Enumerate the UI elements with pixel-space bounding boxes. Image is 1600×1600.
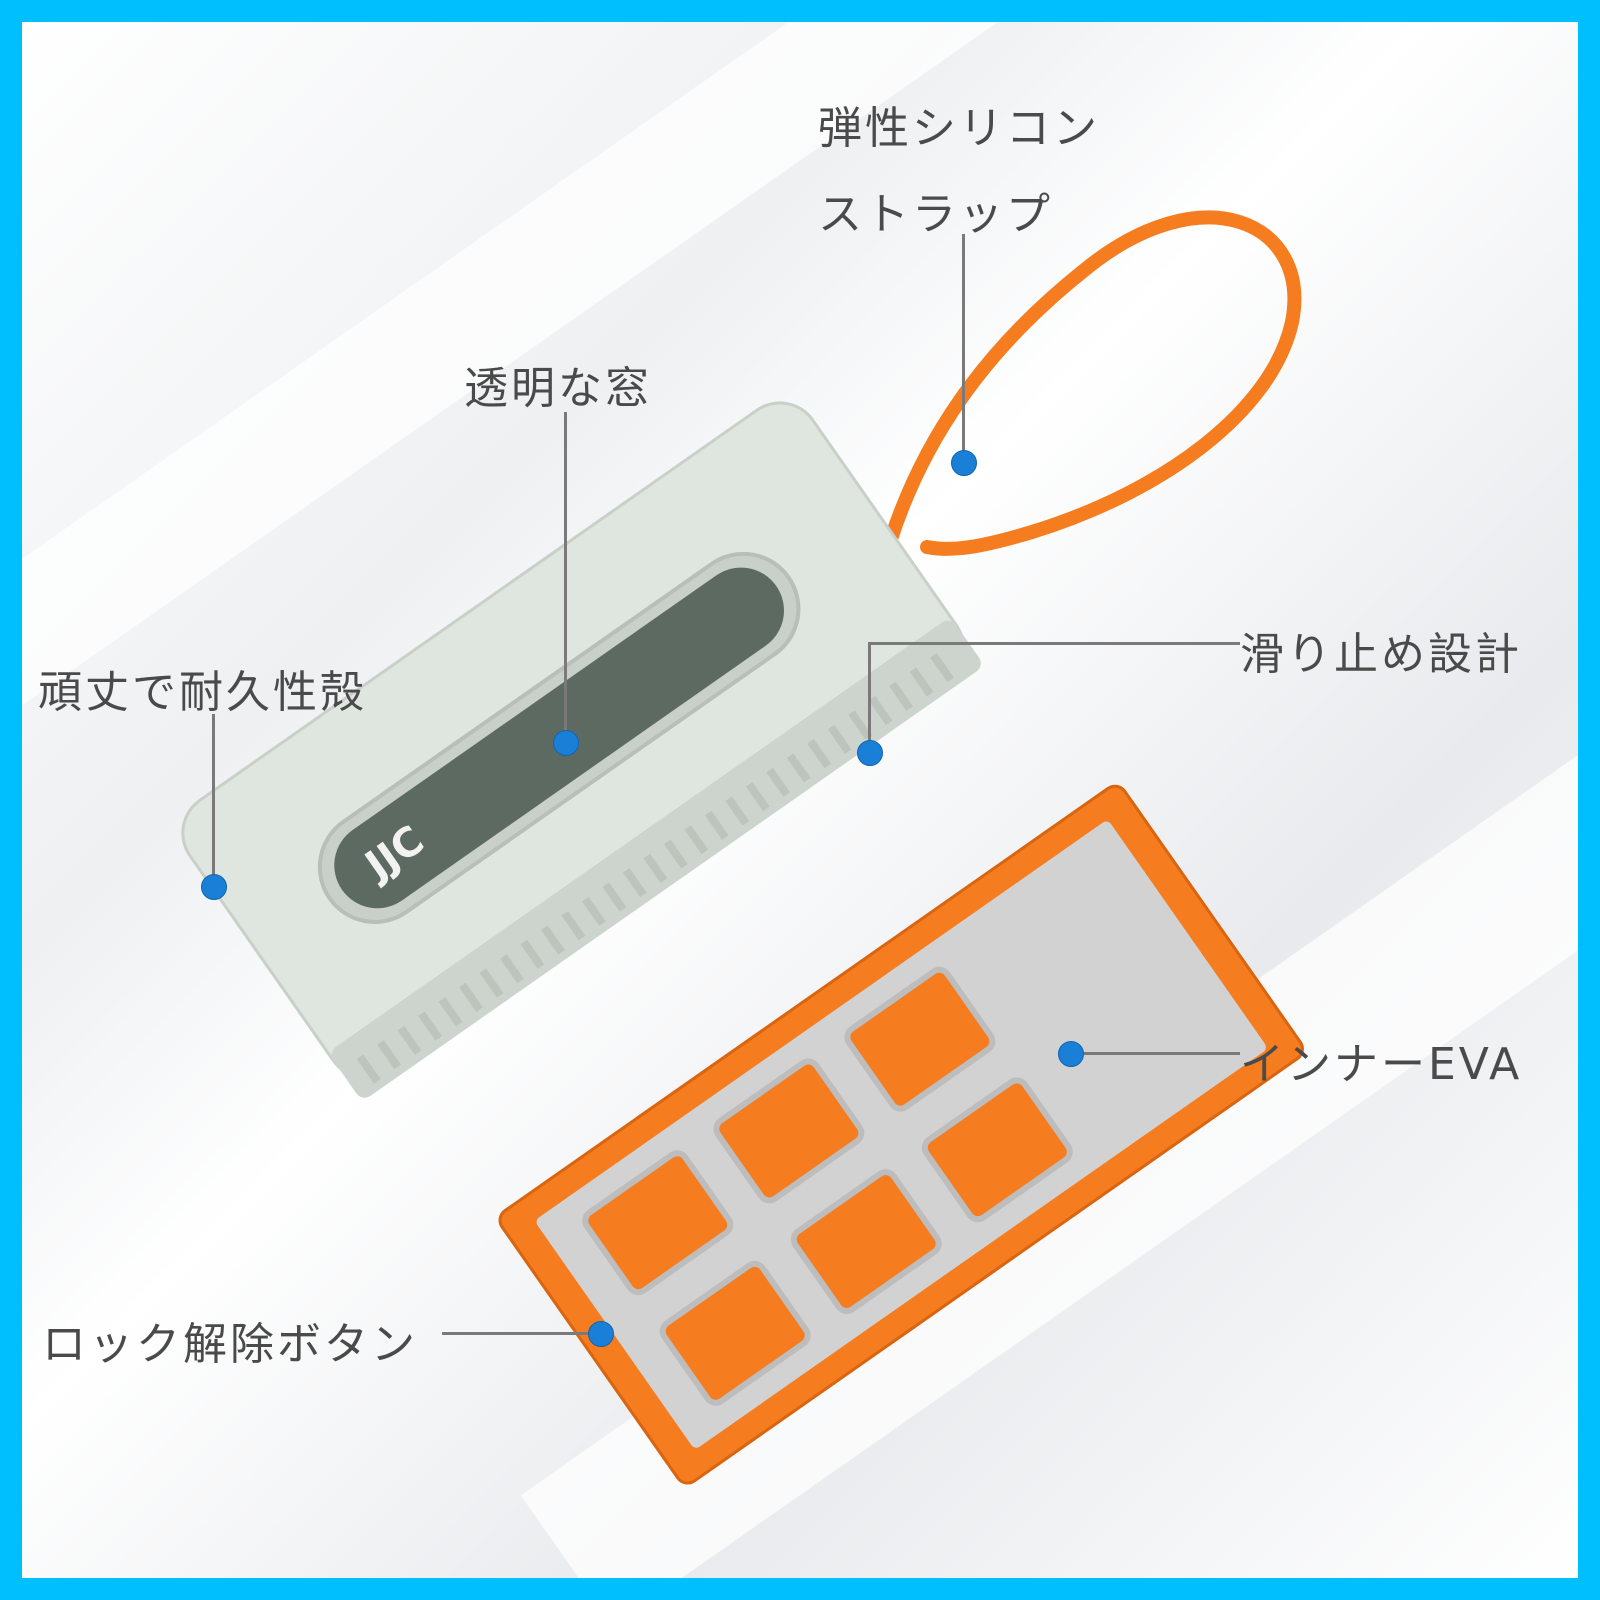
callout-window-label: 透明な窓 <box>464 363 652 414</box>
callout-antislip-label: 滑り止め設計 <box>1240 629 1522 680</box>
callout-shell-leader <box>212 714 215 876</box>
callout-eva-label: インナーEVA <box>1240 1039 1523 1090</box>
callout-lock-dot <box>588 1321 614 1347</box>
callout-shell-dot <box>201 874 227 900</box>
callout-antislip-leader-h <box>868 642 1240 645</box>
image-frame: JJC 弾性シリコン ストラップ 透明な窓 頑丈で耐久性殻 滑り止め設計 インナ… <box>22 22 1578 1578</box>
callout-antislip-leader-v <box>868 642 871 742</box>
silicone-strap <box>883 210 1302 556</box>
callout-strap-label-line2: ストラップ <box>818 189 1053 240</box>
callout-strap-dot <box>951 450 977 476</box>
callout-window-dot <box>553 730 579 756</box>
callout-strap-leader <box>962 234 965 452</box>
callout-lock-leader <box>442 1332 592 1335</box>
card-tray <box>498 784 1304 1485</box>
card-slots <box>582 966 1073 1406</box>
callout-shell-label: 頑丈で耐久性殻 <box>38 667 367 718</box>
callout-window-leader <box>564 412 567 732</box>
callout-eva-dot <box>1058 1041 1084 1067</box>
callout-lock-label: ロック解除ボタン <box>42 1319 418 1370</box>
callout-eva-leader <box>1082 1052 1240 1055</box>
callout-strap-label-line1: 弾性シリコン <box>818 103 1100 154</box>
callout-antislip-dot <box>857 740 883 766</box>
